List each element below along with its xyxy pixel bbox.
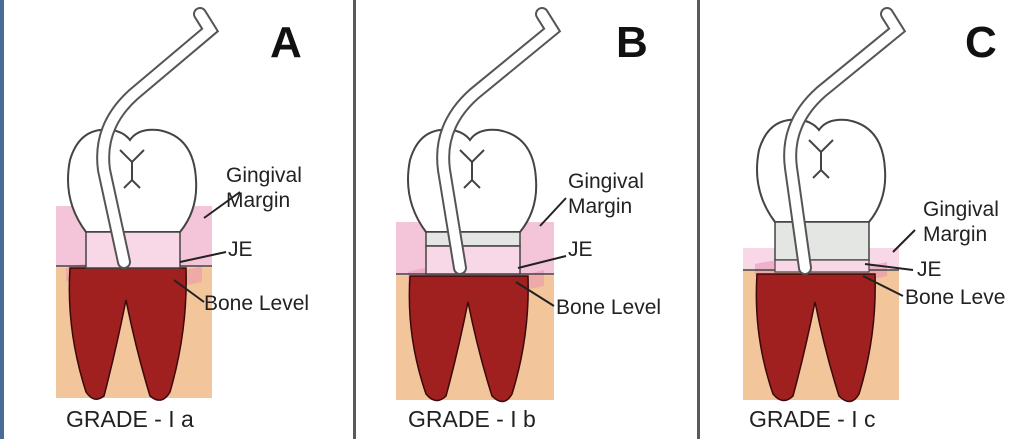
exposed-band [775, 222, 869, 260]
panel-c: C Gingival Margin JE Bone Leve GRADE - I… [681, 0, 1021, 439]
label-je: JE [228, 238, 253, 261]
label-margin: Margin [226, 189, 290, 212]
panel-letter: A [270, 18, 302, 68]
panel-letter: B [616, 18, 648, 68]
label-gingival: Gingival [226, 164, 302, 187]
cervical-area [426, 246, 520, 274]
grade-caption: GRADE - I c [749, 406, 876, 433]
cervical-area [775, 260, 869, 272]
panel-letter: C [965, 18, 997, 68]
label-margin: Margin [568, 195, 632, 218]
label-je: JE [917, 258, 942, 281]
label-bone-level: Bone Level [204, 292, 309, 315]
label-margin: Margin [923, 223, 987, 246]
exposed-band [426, 232, 520, 246]
grade-caption: GRADE - I a [66, 406, 194, 433]
label-gingival: Gingival [568, 170, 644, 193]
leader-gingival-margin [893, 230, 915, 252]
label-bone-level: Bone Leve [905, 286, 1005, 309]
grade-caption: GRADE - I b [408, 406, 536, 433]
panel-a: A Gingival Margin JE Bone Level GRADE - … [8, 0, 348, 439]
label-gingival: Gingival [923, 198, 999, 221]
panel-b: B Gingival Margin JE Bone Level GRADE - … [350, 0, 690, 439]
label-je: JE [568, 238, 593, 261]
left-edge-strip [0, 0, 4, 439]
leader-gingival-margin [540, 198, 566, 226]
cervical-area [86, 232, 180, 268]
label-bone-level: Bone Level [556, 296, 661, 319]
